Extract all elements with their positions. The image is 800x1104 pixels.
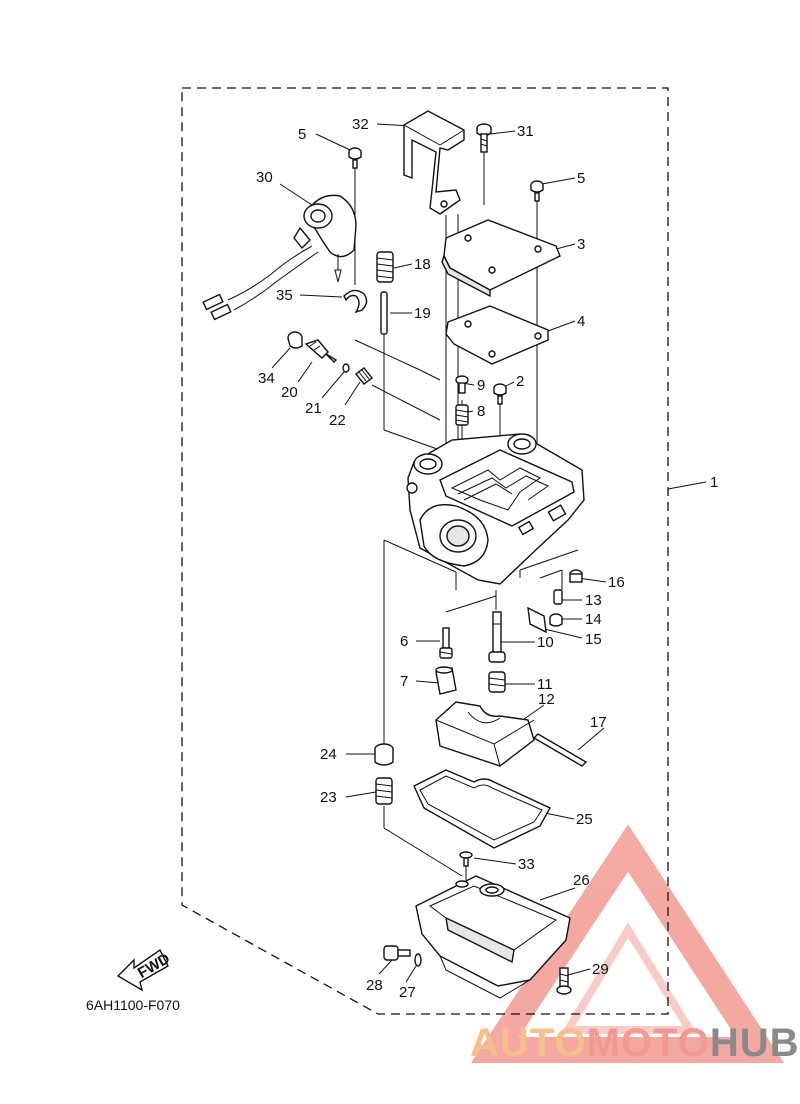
fwd-arrow-icon: FWD: [116, 948, 173, 992]
diagram-code: 6AH1100-F070: [86, 997, 180, 1013]
callout-5: 5: [577, 170, 585, 187]
callout-5: 5: [298, 126, 306, 143]
carburetor-body: [406, 433, 585, 585]
callout-19: 19: [414, 305, 431, 322]
callout-7: 7: [400, 673, 408, 690]
gasket-4: [445, 305, 549, 365]
spring-22: [355, 367, 373, 385]
callout-12: 12: [538, 691, 555, 708]
screw-31: [476, 123, 492, 153]
solenoid-30: [202, 194, 357, 321]
callout-22: 22: [329, 412, 346, 429]
callout-4: 4: [577, 313, 585, 330]
assembly-boundary: [181, 87, 669, 1015]
jet-10: [488, 611, 506, 663]
callout-31: 31: [517, 123, 534, 140]
clip-35: [343, 289, 368, 314]
spring-8: [455, 404, 469, 426]
callout-13: 13: [585, 592, 602, 609]
callout-2: 2: [516, 373, 524, 390]
jet-6: [439, 627, 453, 659]
screw-2: [493, 383, 507, 405]
callout-11: 11: [537, 676, 553, 693]
drain-screw-28: [383, 945, 411, 961]
callout-17: 17: [590, 714, 607, 731]
screw-20: [304, 339, 338, 363]
callout-30: 30: [256, 169, 273, 186]
cap-34: [287, 331, 303, 349]
screw-33: [459, 851, 473, 867]
gasket-25: [413, 769, 551, 849]
screw-5-left: [348, 147, 362, 169]
spring-23: [375, 777, 393, 805]
screw-5-right: [530, 180, 544, 202]
washer-27: [414, 953, 422, 967]
screw-9: [455, 375, 469, 394]
watermark-auto: AUTO: [470, 1021, 587, 1065]
callout-34: 34: [258, 370, 275, 387]
jet-13: [553, 589, 563, 605]
plug-14: [549, 613, 563, 627]
float-12: [435, 701, 535, 767]
pin-17: [532, 733, 588, 767]
callout-3: 3: [577, 236, 585, 253]
callout-27: 27: [399, 984, 416, 1001]
callout-assembly-1: 1: [710, 474, 718, 491]
callout-8: 8: [477, 403, 485, 420]
callout-10: 10: [537, 634, 554, 651]
oring-21: [342, 363, 350, 373]
float-bowl-26: [415, 875, 571, 999]
plate-3: [441, 219, 561, 298]
callout-28: 28: [366, 977, 383, 994]
callout-16: 16: [608, 574, 625, 591]
bracket-32: [403, 110, 465, 215]
jet-11: [488, 671, 506, 693]
seat-24: [374, 743, 394, 766]
callout-33: 33: [518, 856, 535, 873]
jet-7: [435, 666, 457, 695]
plug-16: [569, 569, 583, 583]
watermark-hub: HUB: [710, 1021, 800, 1065]
callout-29: 29: [592, 961, 609, 978]
callout-18: 18: [414, 256, 431, 273]
callout-20: 20: [281, 384, 298, 401]
callout-25: 25: [576, 811, 593, 828]
gasket-15: [527, 606, 547, 634]
callout-26: 26: [573, 872, 590, 889]
screw-29: [556, 967, 572, 995]
callout-23: 23: [320, 789, 337, 806]
spring-18: [376, 251, 394, 283]
callout-6: 6: [400, 633, 408, 650]
callout-labels: 5 32 31 5 30 3 18 35 19 4 34 20 9 2 21 2…: [256, 116, 718, 1001]
watermark-logo: [470, 824, 785, 1063]
callout-35: 35: [276, 287, 293, 304]
pin-19: [380, 291, 388, 335]
callout-32: 32: [352, 116, 369, 133]
watermark-moto: MOTO: [587, 1021, 710, 1065]
callout-14: 14: [585, 611, 602, 628]
callout-9: 9: [477, 377, 485, 394]
watermark-text: AUTOMOTOHUB: [470, 1021, 800, 1065]
callout-24: 24: [320, 746, 337, 763]
callout-15: 15: [585, 631, 602, 648]
callout-21: 21: [305, 400, 322, 417]
